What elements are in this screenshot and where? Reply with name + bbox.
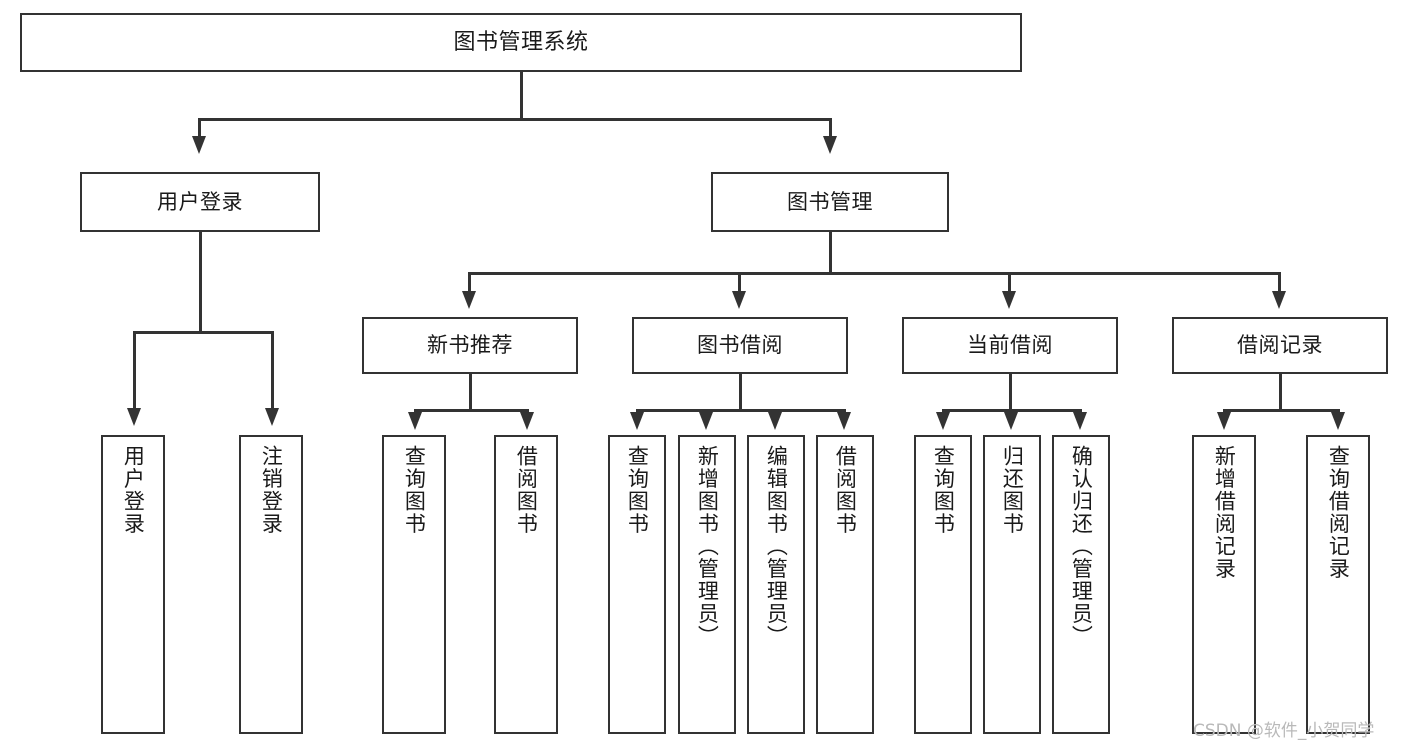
connector-root-to-bookmgmt	[829, 118, 832, 144]
connector-record-stem	[1279, 374, 1282, 409]
node-current-borrow[interactable]: 当前借阅	[902, 317, 1118, 374]
node-label: 查询图书	[931, 445, 956, 535]
leaf-logout[interactable]: 注销登录	[239, 435, 303, 734]
arrow-borrow-to-leaf-1	[699, 412, 713, 430]
arrow-record-to-leaf-1	[1331, 412, 1345, 430]
arrow-root-to-bookmgmt	[823, 136, 837, 154]
connector-login-bus	[133, 331, 274, 334]
arrow-bookmgmt-to-c3	[1272, 291, 1286, 309]
arrow-borrow-to-leaf-0	[630, 412, 644, 430]
arrow-borrow-to-leaf-2	[768, 412, 782, 430]
connector-bookmgmt-to-c2	[1008, 272, 1011, 298]
node-label: 当前借阅	[967, 333, 1053, 357]
node-label: 新增图书（管理员）	[695, 445, 720, 648]
arrow-current-to-leaf-1	[1004, 412, 1018, 430]
connector-recommend-bus	[414, 409, 528, 412]
leaf-borrow-add-book-admin[interactable]: 新增图书（管理员）	[678, 435, 736, 734]
leaf-current-return-book[interactable]: 归还图书	[983, 435, 1041, 734]
node-root-system[interactable]: 图书管理系统	[20, 13, 1022, 72]
connector-bookmgmt-to-c3	[1278, 272, 1281, 298]
connector-login-to-leaf-0	[133, 331, 136, 415]
node-new-book-recommend[interactable]: 新书推荐	[362, 317, 578, 374]
node-label: 查询图书	[402, 445, 427, 535]
leaf-current-confirm-return-admin[interactable]: 确认归还（管理员）	[1052, 435, 1110, 734]
node-label: 新增借阅记录	[1212, 445, 1237, 580]
node-label: 查询借阅记录	[1326, 445, 1351, 580]
node-label: 编辑图书（管理员）	[764, 445, 789, 648]
node-label: 确认归还（管理员）	[1069, 445, 1094, 648]
connector-bookmgmt-bus	[468, 272, 1280, 275]
leaf-record-query-record[interactable]: 查询借阅记录	[1306, 435, 1370, 734]
node-book-management[interactable]: 图书管理	[711, 172, 949, 232]
connector-current-stem	[1009, 374, 1012, 409]
node-label: 注销登录	[259, 445, 284, 535]
arrow-current-to-leaf-0	[936, 412, 950, 430]
connector-borrow-stem	[739, 374, 742, 409]
arrow-root-to-login	[192, 136, 206, 154]
connector-login-stem	[199, 232, 202, 331]
leaf-borrow-edit-book-admin[interactable]: 编辑图书（管理员）	[747, 435, 805, 734]
connector-bookmgmt-stem	[829, 232, 832, 272]
node-label: 借阅记录	[1237, 333, 1323, 357]
connector-bookmgmt-to-c0	[468, 272, 471, 298]
leaf-current-query-book[interactable]: 查询图书	[914, 435, 972, 734]
arrow-recommend-to-leaf-0	[408, 412, 422, 430]
node-label: 用户登录	[121, 445, 146, 535]
connector-record-bus	[1223, 409, 1339, 412]
arrow-borrow-to-leaf-3	[837, 412, 851, 430]
connector-root-to-login	[198, 118, 201, 144]
arrow-bookmgmt-to-c1	[732, 291, 746, 309]
arrow-login-to-leaf-1	[265, 408, 279, 426]
node-label: 查询图书	[625, 445, 650, 535]
node-borrow-record[interactable]: 借阅记录	[1172, 317, 1388, 374]
connector-recommend-stem	[469, 374, 472, 409]
leaf-record-add-record[interactable]: 新增借阅记录	[1192, 435, 1256, 734]
csdn-watermark: CSDN @软件_小贺同学	[1193, 721, 1375, 741]
leaf-user-login[interactable]: 用户登录	[101, 435, 165, 734]
arrow-recommend-to-leaf-1	[520, 412, 534, 430]
node-label: 用户登录	[157, 189, 243, 214]
connector-borrow-bus	[636, 409, 846, 412]
node-label: 借阅图书	[514, 445, 539, 535]
arrow-bookmgmt-to-c0	[462, 291, 476, 309]
node-label: 图书管理系统	[453, 29, 589, 55]
node-label: 图书借阅	[697, 333, 783, 357]
arrow-record-to-leaf-0	[1217, 412, 1231, 430]
connector-login-to-leaf-1	[271, 331, 274, 415]
leaf-borrow-query-book[interactable]: 查询图书	[608, 435, 666, 734]
leaf-recommend-query-book[interactable]: 查询图书	[382, 435, 446, 734]
node-user-login[interactable]: 用户登录	[80, 172, 320, 232]
arrow-bookmgmt-to-c2	[1002, 291, 1016, 309]
node-label: 图书管理	[787, 189, 873, 214]
leaf-borrow-borrow-book[interactable]: 借阅图书	[816, 435, 874, 734]
connector-bookmgmt-to-c1	[738, 272, 741, 298]
leaf-recommend-borrow-book[interactable]: 借阅图书	[494, 435, 558, 734]
arrow-current-to-leaf-2	[1073, 412, 1087, 430]
node-label: 借阅图书	[833, 445, 858, 535]
node-label: 归还图书	[1000, 445, 1025, 535]
connector-root-bus	[198, 118, 832, 121]
arrow-login-to-leaf-0	[127, 408, 141, 426]
node-label: 新书推荐	[427, 333, 513, 357]
connector-root-stem	[520, 72, 523, 118]
node-book-borrow[interactable]: 图书借阅	[632, 317, 848, 374]
